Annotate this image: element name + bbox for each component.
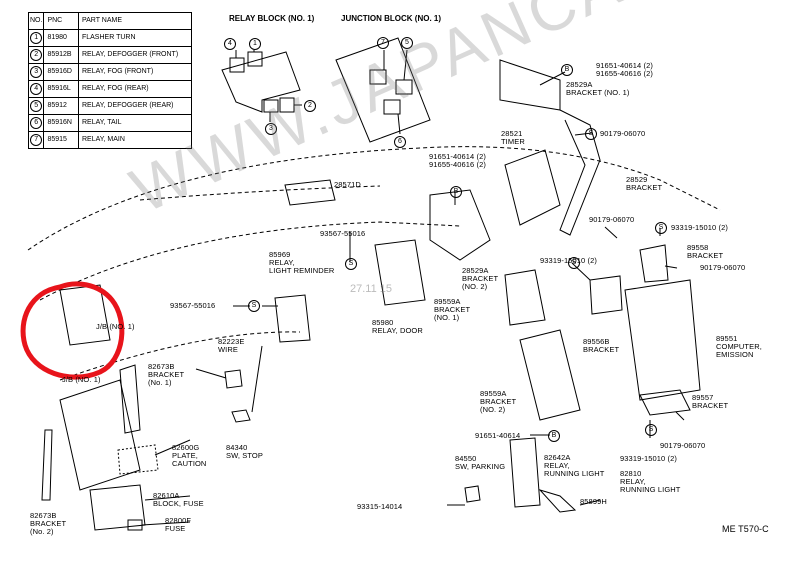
label-89551-computer: 89551 COMPUTER, EMISSION — [716, 334, 762, 359]
label-82642a-relay: 82642A RELAY, RUNNING LIGHT — [544, 453, 605, 478]
label-82800f-fuse: 82800F FUSE — [165, 516, 192, 533]
row-number: 4 — [30, 83, 43, 95]
label-90179-06070-c: 90179-06070 — [700, 263, 746, 272]
symbol-s: S — [655, 222, 667, 234]
label-89559a-bracket-2: 89559A BRACKET (NO. 2) — [480, 389, 517, 414]
label-82810-relay: 82810 RELAY, RUNNING LIGHT — [620, 469, 681, 494]
label-28529a-bracket-1: 28529A BRACKET (NO. 1) — [566, 80, 630, 97]
label-84340-sw-stop: 84340 SW, STOP — [226, 443, 263, 460]
label-jb-no1: J/B (NO. 1) — [62, 375, 101, 384]
label-85899h: 85899H — [580, 497, 607, 506]
label-85980-relay-door: 85980 RELAY, DOOR — [372, 318, 423, 335]
label-82600g-plate: 82600G PLATE, CAUTION — [172, 443, 207, 468]
label-91651-40614-top: 91651-40614 (2) 91655-40616 (2) — [596, 61, 653, 78]
label-93567-55016-a: 93567-55016 — [320, 229, 366, 238]
label-82223e-wire: 82223E WIRE — [218, 337, 245, 354]
label-89556b-bracket: 89556B BRACKET — [583, 337, 620, 354]
label-28521-timer: 28521 TIMER — [501, 129, 525, 146]
row-part-name: RELAY, MAIN — [77, 131, 193, 149]
label-93319-15010-a: 93319-15010 (2) — [671, 223, 728, 232]
callout-relay-3: 3 — [265, 123, 277, 135]
symbol-s: S — [585, 128, 597, 140]
callout-jb-6: 6 — [394, 136, 406, 148]
label-91651-40614-mid: 91651-40614 (2) 91655-40616 (2) — [429, 152, 486, 169]
row-pnc: 85915 — [43, 131, 79, 149]
label-93319-15010-b: 93319-15010 (2) — [540, 256, 597, 265]
highlight-ring — [20, 281, 125, 380]
symbol-b: B — [548, 430, 560, 442]
symbol-s: S — [645, 424, 657, 436]
label-93315-14014: 93315-14014 — [357, 502, 403, 511]
relay-4 — [229, 57, 245, 73]
label-90179-06070-d: 90179-06070 — [660, 441, 706, 450]
label-91651-40614-bottom: 91651-40614 — [475, 431, 521, 440]
label-90179-06070-a: 90179-06070 — [600, 129, 646, 138]
label-85969-relay: 85969 RELAY, LIGHT REMINDER — [269, 250, 335, 275]
relay-1 — [247, 51, 263, 67]
relay-3 — [263, 99, 279, 113]
junction-block-title: JUNCTION BLOCK (NO. 1) — [341, 14, 441, 23]
row-number: 2 — [30, 49, 43, 61]
label-93319-15010-c: 93319-15010 (2) — [620, 454, 677, 463]
callout-jb-7: 7 — [377, 37, 389, 49]
row-number: 3 — [30, 66, 43, 78]
table-header-row: NO. PNC PART NAME — [27, 12, 193, 30]
row-number: 7 — [30, 134, 43, 146]
row-number: 1 — [30, 32, 43, 44]
callout-relay-2: 2 — [304, 100, 316, 112]
callout-relay-4: 4 — [224, 38, 236, 50]
row-number: 5 — [30, 100, 43, 112]
callout-jb-5: 5 — [401, 37, 413, 49]
label-82673b-bracket-2: 82673B BRACKET (No. 2) — [30, 511, 67, 536]
symbol-s: S — [248, 300, 260, 312]
row-number: 6 — [30, 117, 43, 129]
label-90179-06070-b: 90179-06070 — [589, 215, 635, 224]
label-jb-no1-top: J/B (NO. 1) — [96, 322, 135, 331]
relay-block-outline — [221, 51, 301, 113]
label-82673b-bracket-1: 82673B BRACKET (No. 1) — [148, 362, 185, 387]
label-89557-bracket: 89557 BRACKET — [692, 393, 729, 410]
symbol-b: B — [561, 64, 573, 76]
callout-relay-1: 1 — [249, 38, 261, 50]
label-28529-bracket: 28529 BRACKET — [626, 175, 663, 192]
watermark-small: 27.11 15 — [350, 283, 393, 295]
symbol-b: B — [450, 186, 462, 198]
label-93567-55016-b: 93567-55016 — [170, 301, 216, 310]
label-89559a-bracket-1: 89559A BRACKET (NO. 1) — [434, 297, 471, 322]
label-28571d: 28571D — [334, 180, 361, 189]
label-89558-bracket: 89558 BRACKET — [687, 243, 724, 260]
label-82610a-block-fuse: 82610A BLOCK, FUSE — [153, 491, 204, 508]
diagram-code: ME T570-C — [722, 524, 769, 534]
relay-block-title: RELAY BLOCK (NO. 1) — [229, 14, 315, 23]
label-84550-sw-parking: 84550 SW, PARKING — [455, 454, 506, 471]
symbol-s: S — [345, 258, 357, 270]
label-28529a-bracket-2: 28529A BRACKET (NO. 2) — [462, 266, 499, 291]
symbol-s: S — [568, 257, 580, 269]
